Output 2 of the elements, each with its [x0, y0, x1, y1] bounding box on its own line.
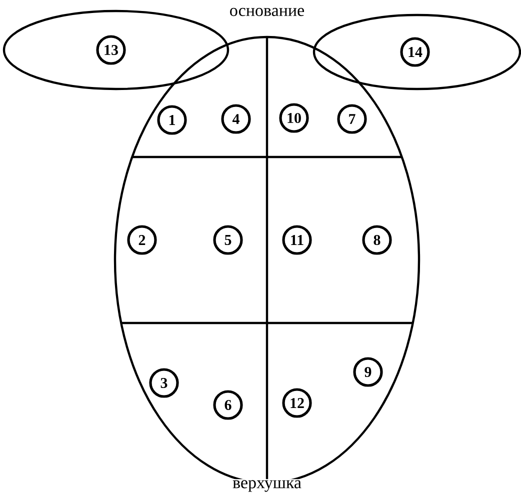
label: основание	[228, 6, 306, 18]
label: верхушка	[232, 479, 302, 493]
